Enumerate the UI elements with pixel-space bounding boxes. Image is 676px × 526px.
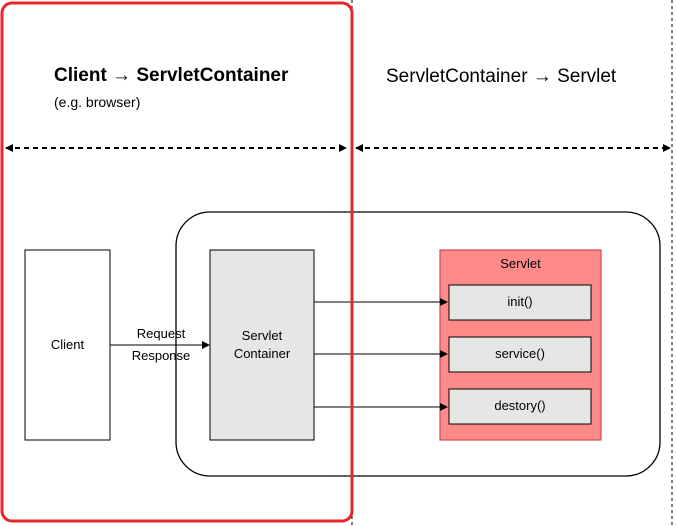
destroy-label: destory(): [494, 398, 546, 413]
response-label: Response: [131, 348, 191, 363]
servlet-container-label-line2: Container: [233, 346, 291, 361]
highlight-region: [0, 1, 354, 523]
left-section-subtitle: (e.g. browser): [54, 94, 141, 110]
client-label: Client: [50, 337, 85, 352]
client-box: [24, 249, 111, 441]
servlet-container-box: [209, 249, 315, 441]
destroy-method-box: [448, 388, 592, 425]
service-method-box: [448, 336, 592, 373]
servlet-title: Servlet: [500, 256, 541, 271]
server-boundary: [175, 211, 661, 477]
request-label: Request: [136, 326, 186, 341]
init-label: init(): [507, 294, 533, 309]
left-section-title: Client → ServletContainer: [54, 65, 289, 86]
servlet-container-label: Servlet Container: [210, 327, 314, 363]
service-label: service(): [495, 346, 545, 361]
init-method-box: [448, 284, 592, 321]
servlet-container-label-line1: Servlet: [241, 328, 283, 343]
right-section-title: ServletContainer → Servlet: [386, 66, 617, 87]
